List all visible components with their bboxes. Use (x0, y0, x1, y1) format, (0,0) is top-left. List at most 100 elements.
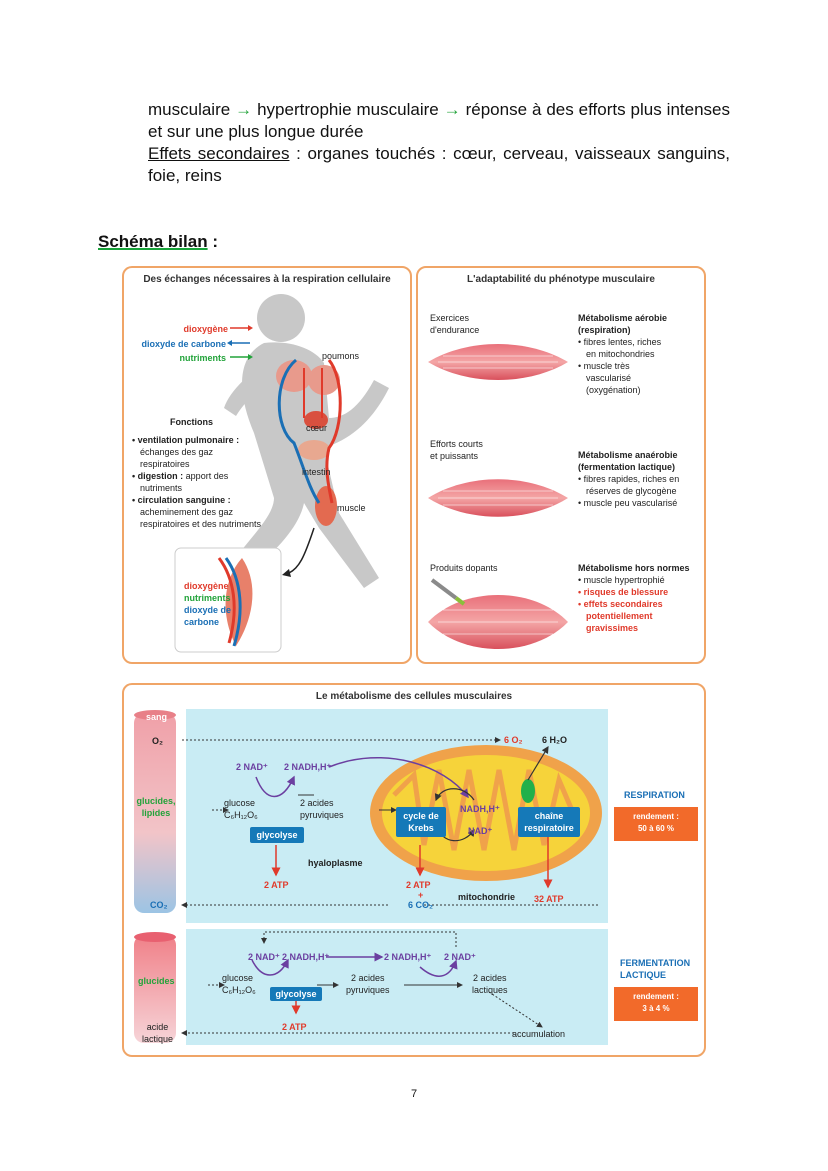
desc-bullet: en mitochondries (586, 349, 655, 359)
label-line: LACTIQUE (620, 970, 666, 980)
label-nad-ferm-2: 2 NAD⁺ (444, 952, 476, 962)
label-nad-ferm: 2 NAD⁺ (248, 952, 280, 962)
label-6h2o: 6 H₂O (542, 735, 568, 745)
glycolyse-box-ferm: glycolyse (270, 987, 322, 1001)
phenotype-box: L'adaptabilité du phénotype musculaire E… (416, 266, 706, 664)
arrow-icon: → (443, 100, 461, 119)
desc-bullet: (oxygénation) (586, 385, 641, 395)
desc-title: (fermentation lactique) (578, 462, 676, 472)
text-segment: hypertrophie musculaire (257, 100, 439, 119)
label-line: et puissants (430, 451, 479, 461)
label-line: Efforts courts (430, 439, 483, 449)
label-hyaloplasme: hyaloplasme (308, 858, 363, 868)
intro-paragraph: musculaire → hypertrophie musculaire → r… (148, 99, 730, 187)
label-nad: 2 NAD⁺ (236, 762, 268, 772)
label-line: chaîne (534, 811, 564, 821)
label-muscle: muscle (337, 503, 366, 513)
section-heading: Schéma bilan : (98, 232, 218, 252)
fonction-title: • circulation sanguine : (132, 495, 231, 505)
label-plus: + (418, 890, 424, 900)
label-nadh-ferm: 2 NADH,H⁺ (282, 952, 330, 962)
desc-bullet: réserves de glycogène (586, 486, 677, 496)
label-2atp-mito: 2 ATP (406, 880, 431, 890)
box-title: L'adaptabilité du phénotype musculaire (467, 274, 655, 285)
label-intestin: intestin (302, 467, 331, 477)
label-line: glucose (224, 798, 256, 808)
row2-desc: Métabolisme anaérobie (fermentation lact… (578, 449, 704, 509)
label-line: C₆H₁₂O₆ (222, 985, 256, 995)
fonction-text: apport des (185, 471, 229, 481)
rendement-respiration: rendement :50 à 60 % (614, 807, 698, 841)
inset-o2: dioxygène (184, 581, 229, 591)
label-line: d'endurance (430, 325, 480, 335)
metabolism-box: Le métabolisme des cellules musculaires (122, 683, 706, 1057)
fonction-text: acheminement des gaz (140, 507, 234, 517)
desc-bullet: • effets secondaires (578, 599, 663, 609)
desc-title: Métabolisme anaérobie (578, 450, 678, 460)
label-accumulation: accumulation (512, 1029, 566, 1039)
text-segment: musculaire (148, 100, 231, 119)
desc-bullet: potentiellement (586, 611, 653, 621)
label-glucides: glucides (138, 976, 175, 986)
fonction-text: respiratoires et des nutriments (140, 519, 262, 529)
arrow-icon: → (235, 100, 253, 119)
label-line: glucides, (136, 796, 176, 806)
runner-illustration (174, 294, 389, 653)
page-number: 7 (410, 1088, 418, 1100)
effets-label: Effets secondaires (148, 144, 290, 163)
label-line: lipides (141, 808, 171, 818)
label-nadh-ferm-2: 2 NADH,H⁺ (384, 952, 432, 962)
label-glucides-lipides: glucides, lipides (136, 795, 176, 819)
inset-labels: dioxygène nutriments dioxyde de carbone (184, 580, 231, 628)
label-line: respiratoire (524, 823, 574, 833)
label-line: pyruviques (300, 810, 344, 820)
label-6co2: 6 CO₂ (408, 900, 434, 910)
desc-bullet: vascularisé (586, 373, 632, 383)
row3-label: Produits dopants (430, 563, 498, 573)
fonctions-list: • ventilation pulmonaire : échanges des … (132, 434, 282, 530)
row3-desc: Métabolisme hors normes • muscle hypertr… (578, 562, 704, 634)
desc-bullet: gravissimes (586, 623, 639, 633)
fonction-title: • ventilation pulmonaire : (132, 435, 240, 445)
inset-co2: carbone (184, 617, 220, 627)
label-line: C₆H₁₂O₆ (224, 810, 258, 820)
legend-co2: dioxyde de carbone (141, 339, 226, 349)
desc-bullet: • fibres lentes, riches (578, 337, 662, 347)
box-title: Des échanges nécessaires à la respiratio… (143, 274, 391, 285)
label-2atp-ferm: 2 ATP (282, 1022, 307, 1032)
label-mitochondrie: mitochondrie (458, 892, 516, 902)
label-line: cycle de (403, 811, 439, 821)
label-line: 3 à 4 % (642, 1004, 670, 1013)
label-sang: sang (146, 712, 168, 722)
label-line: 2 acides (473, 973, 507, 983)
label-poumons: poumons (322, 351, 360, 361)
label-nadh-mito: NADH,H⁺ (460, 804, 500, 814)
rendement-fermentation: rendement :3 à 4 % (614, 987, 698, 1021)
desc-title: Métabolisme hors normes (578, 563, 690, 573)
inset-nutriments: nutriments (184, 593, 231, 603)
label-nad-mito: NAD⁺ (468, 826, 493, 836)
label-32atp: 32 ATP (534, 894, 564, 904)
label-co2: CO₂ (150, 900, 168, 910)
desc-title: Métabolisme aérobie (578, 313, 668, 323)
label-line: Krebs (408, 823, 434, 833)
label-o2: O₂ (152, 736, 163, 746)
desc-bullet: • muscle peu vascularisé (578, 498, 678, 508)
glycolyse-box: glycolyse (250, 827, 304, 843)
desc-bullet: • muscle très (578, 361, 630, 371)
fonction-text: respiratoires (140, 459, 190, 469)
label-line: 2 acides (351, 973, 385, 983)
label-line: rendement : (633, 812, 679, 821)
heading-colon: : (207, 232, 218, 251)
box-title: Le métabolisme des cellules musculaires (315, 691, 513, 702)
legend-nutriments: nutriments (179, 353, 226, 363)
muscle-illustrations (428, 344, 568, 649)
label-nadh: 2 NADH,H⁺ (284, 762, 332, 772)
